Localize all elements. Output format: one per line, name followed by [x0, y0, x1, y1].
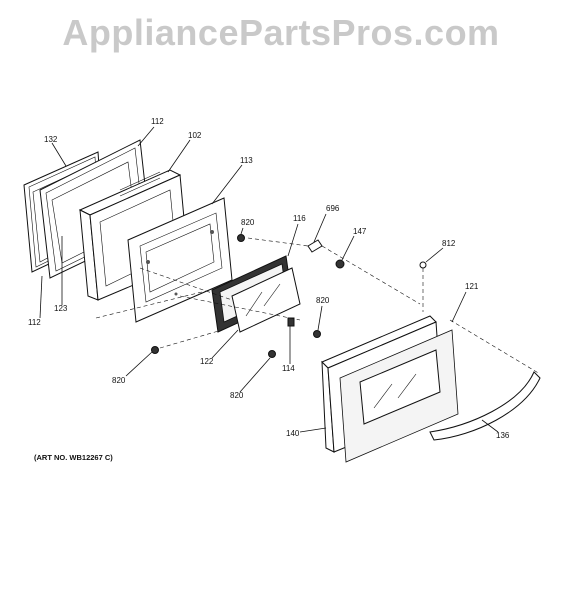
callout-696: 696 [326, 204, 340, 213]
leader-lines [39, 126, 499, 433]
callout-820-a: 820 [241, 218, 255, 227]
screw-820-d [268, 350, 276, 358]
door-handle-136 [429, 371, 541, 441]
screw-812 [419, 261, 427, 269]
callout-820-c: 820 [112, 376, 126, 385]
screw-820-b [313, 330, 321, 338]
clip-114 [287, 317, 295, 327]
screw-820-c [151, 346, 159, 354]
screw-820-a [237, 234, 245, 242]
assembly-lines [95, 237, 541, 375]
callout-102: 102 [188, 131, 202, 140]
bumper-696 [307, 239, 323, 253]
callout-113: 113 [240, 156, 253, 165]
callout-132: 132 [44, 135, 58, 144]
callout-820-b: 820 [316, 296, 330, 305]
grommet-147 [335, 259, 345, 269]
callout-114: 114 [282, 364, 295, 373]
callout-labels: 132 112 102 113 820 116 696 147 812 121 … [28, 117, 510, 440]
callout-112-bottom: 112 [28, 318, 41, 327]
callout-121: 121 [465, 282, 479, 291]
callout-820-d: 820 [230, 391, 244, 400]
callout-116: 116 [293, 214, 306, 223]
callout-140: 140 [286, 429, 300, 438]
watermark-text: AppliancePartsPros.com [62, 12, 500, 53]
callout-112-top: 112 [151, 117, 164, 126]
window-glass-116 [231, 267, 301, 333]
art-number: (ART NO. WB12267 C) [34, 453, 113, 462]
callout-122: 122 [200, 357, 214, 366]
callout-812: 812 [442, 239, 456, 248]
callout-147: 147 [353, 227, 367, 236]
outer-glass-121 [339, 329, 459, 463]
callout-123: 123 [54, 304, 68, 313]
callout-136: 136 [496, 431, 510, 440]
